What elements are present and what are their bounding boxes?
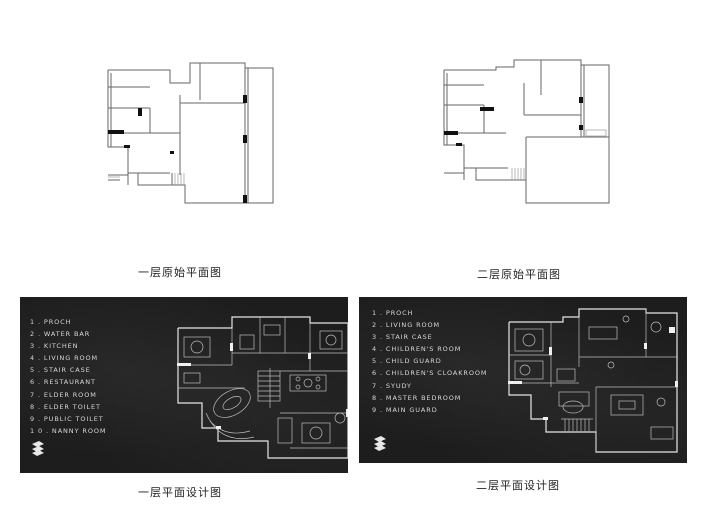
upper-original-caption: 二层原始平面图 [477,268,561,281]
ground-design-legend: 1 . PROCH 2 . WATER BAR 3 . KITCHEN 4 . … [30,316,106,437]
upper-design-legend: 1 . PROCH 2 . LIVING ROOM 3 . STAIR CASE… [372,307,487,416]
legend-item: 5 . STAIR CASE [30,366,91,375]
brand-logo-icon [32,441,44,456]
legend-item: 2 . LIVING ROOM [372,321,441,330]
legend-item: 3 . KITCHEN [30,342,79,351]
upper-original-plan [436,55,616,210]
legend-item: 8 . MASTER BEDROOM [372,393,462,402]
legend-item: 6 . CHILDREN'S CLOAKROOM [372,369,488,378]
legend-item: 1 . PROCH [30,318,72,326]
ground-original-caption: 一层原始平面图 [138,266,222,279]
ground-design-panel: 1 . PROCH 2 . WATER BAR 3 . KITCHEN 4 . … [20,297,348,473]
legend-item: 7 . SYUDY [372,381,412,390]
upper-design-drawing [508,308,678,453]
ground-design-caption: 一层平面设计图 [138,486,222,499]
legend-item: 7 . ELDER ROOM [30,390,97,399]
legend-item: 4 . CHILDREN'S ROOM [372,345,462,354]
brand-logo-icon [374,436,386,451]
upper-design-panel: 1 . PROCH 2 . LIVING ROOM 3 . STAIR CASE… [359,297,687,463]
ground-design-drawing [177,316,348,459]
legend-item: 1 0 . NANNY ROOM [30,426,107,435]
legend-item: 1 . PROCH [372,309,414,317]
legend-item: 2 . WATER BAR [30,330,91,339]
upper-original-drawing [443,59,610,204]
ground-original-plan [100,55,280,210]
legend-item: 8 . ELDER TOILET [30,402,101,411]
legend-item: 4 . LIVING ROOM [30,354,99,363]
legend-item: 9 . MAIN GUARD [372,405,438,414]
legend-item: 9 . PUBLIC TOILET [30,414,104,423]
ground-original-drawing [107,62,274,204]
legend-item: 5 . CHILD GUARD [372,357,442,366]
legend-item: 6 . RESTAURANT [30,378,96,387]
legend-item: 3 . STAIR CASE [372,333,433,342]
upper-design-caption: 二层平面设计图 [476,479,560,492]
